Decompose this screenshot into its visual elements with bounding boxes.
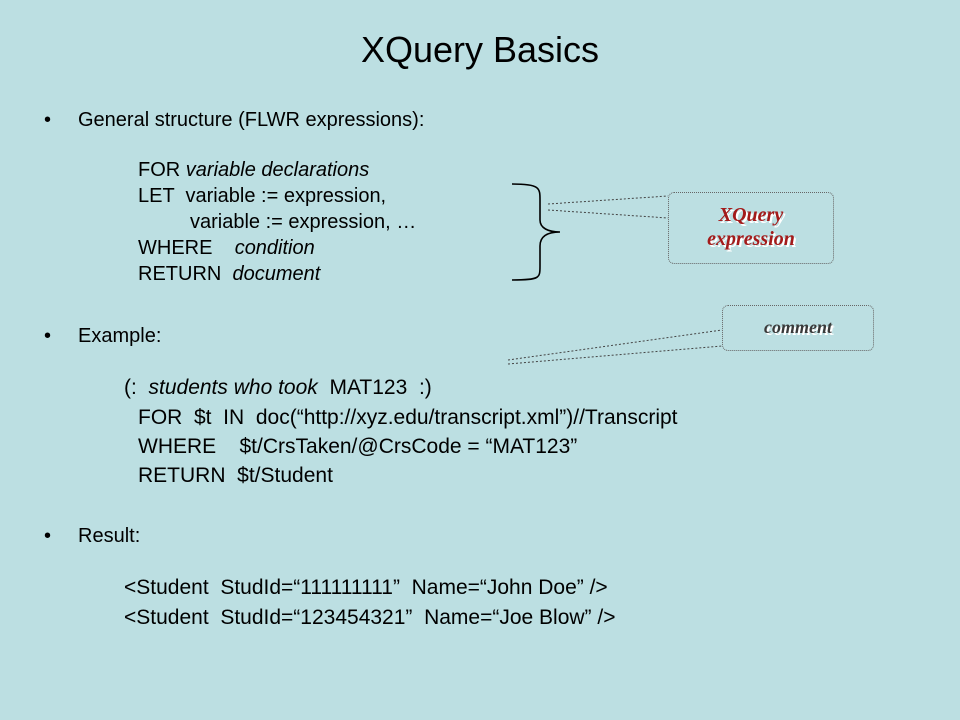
example-for-line: FOR $t IN doc(“http://xyz.edu/transcript… xyxy=(138,406,678,429)
example-where-line: WHERE $t/CrsTaken/@CrsCode = “MAT123” xyxy=(138,435,578,458)
bullet-general-structure: General structure (FLWR expressions): xyxy=(78,109,425,131)
callout-expression-label: expression xyxy=(707,228,795,250)
xquery-expression-callout: XQuery expression xyxy=(668,192,834,264)
result-line-2: <Student StudId=“123454321” Name=“Joe Bl… xyxy=(124,606,616,629)
structure-for-line: FOR variable declarations xyxy=(138,157,369,183)
slide-title: XQuery Basics xyxy=(360,29,600,70)
comment-open: (: xyxy=(124,376,137,399)
where-keyword: WHERE xyxy=(138,237,213,259)
bullet-icon: • xyxy=(44,325,52,347)
example-return-line: RETURN $t/Student xyxy=(138,464,333,487)
structure-let-line: LET variable := expression, xyxy=(138,183,386,209)
bullet-icon: • xyxy=(44,109,52,131)
for-keyword: FOR xyxy=(138,159,181,181)
structure-let-continuation: variable := expression, … xyxy=(190,211,417,233)
callout-comment-label: comment xyxy=(764,317,832,337)
structure-where-line: WHERE condition xyxy=(138,235,315,261)
bullet-example: Example: xyxy=(78,325,162,347)
connector-line-xquery-1 xyxy=(547,195,669,205)
return-text: document xyxy=(232,263,321,285)
let-text: variable := expression, xyxy=(185,185,387,207)
bullet-icon: • xyxy=(44,525,52,547)
comment-callout: comment xyxy=(722,305,874,351)
result-line-1: <Student StudId=“111111111” Name=“John D… xyxy=(124,576,608,599)
curly-brace xyxy=(511,183,561,281)
comment-code: MAT123 xyxy=(329,376,408,399)
comment-close: :) xyxy=(418,376,432,399)
let-keyword: LET xyxy=(138,185,175,207)
comment-text: students who took xyxy=(148,376,318,399)
connector-line-xquery-2 xyxy=(547,209,669,219)
for-text: variable declarations xyxy=(185,159,370,181)
example-comment-line: (: students who took MAT123 :) xyxy=(124,375,432,401)
bullet-result: Result: xyxy=(78,525,141,547)
return-keyword: RETURN xyxy=(138,263,222,285)
callout-xquery-label: XQuery xyxy=(718,204,784,226)
where-text: condition xyxy=(234,237,315,259)
structure-return-line: RETURN document xyxy=(138,261,320,287)
connector-line-comment-1 xyxy=(507,329,723,361)
